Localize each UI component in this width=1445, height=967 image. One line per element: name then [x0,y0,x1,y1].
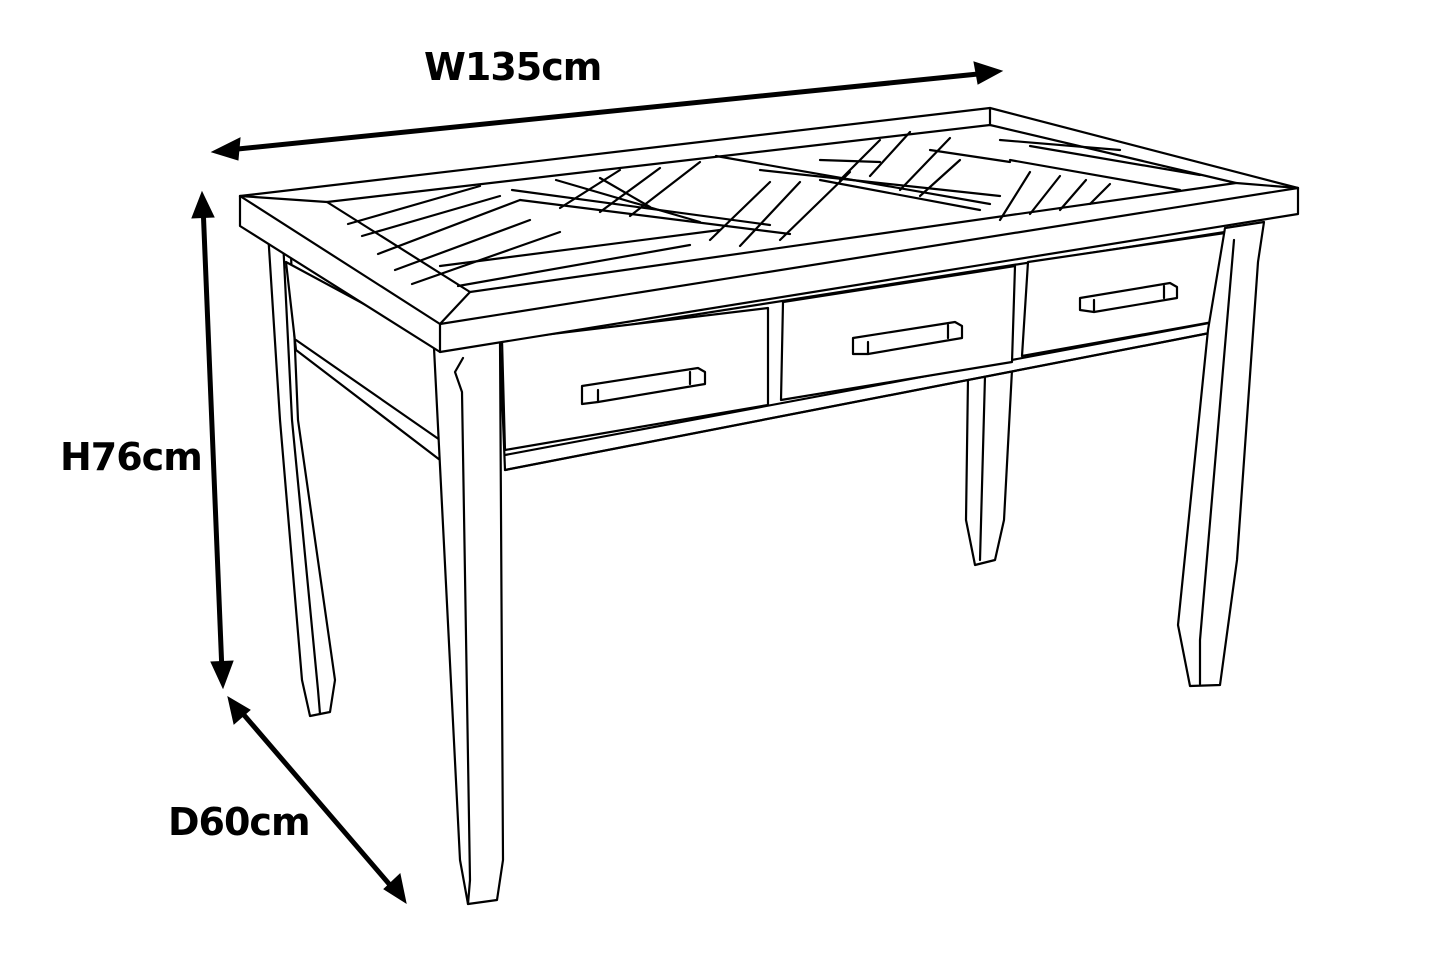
height-arrow [191,190,234,690]
herringbone-parquet [346,130,1202,288]
drawer-handle-icon [1078,281,1179,314]
height-label: H76cm [60,435,203,479]
front-left-leg [432,338,505,906]
right-drawer [1020,231,1227,358]
depth-label: D60cm [168,800,311,844]
center-drawer [779,264,1017,402]
width-label: W135cm [424,45,602,89]
width-arrow [210,61,1004,161]
tabletop [238,106,1300,354]
left-drawer [500,306,770,452]
depth-arrow [227,695,407,905]
back-right-leg [964,368,1014,567]
drawer-handle-icon [851,320,964,356]
front-right-leg [1176,220,1266,688]
drawer-handle-icon [580,366,707,406]
